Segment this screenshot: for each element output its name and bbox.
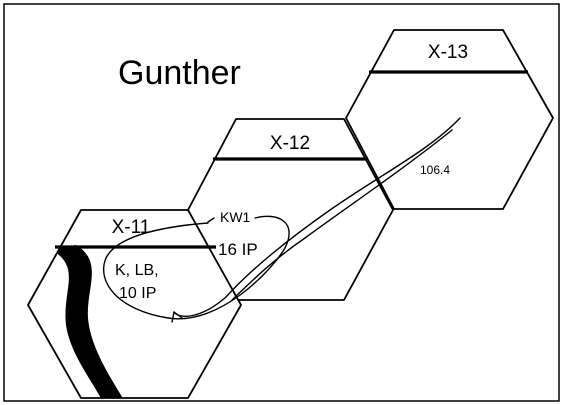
klb-ip-label: 10 IP bbox=[119, 285, 156, 302]
value-label: 106.4 bbox=[420, 163, 450, 177]
hex-x11: X-11 bbox=[27, 209, 242, 399]
figure-frame bbox=[3, 3, 560, 402]
kw1-label: KW1 bbox=[220, 209, 251, 225]
hex-x13-outline bbox=[345, 29, 554, 210]
flow-arrowhead bbox=[171, 311, 183, 323]
zone-enclosure bbox=[102, 215, 290, 320]
hex-x13: X-13 bbox=[345, 29, 554, 210]
kw1-leader bbox=[207, 217, 215, 223]
flow-curve-secondary bbox=[231, 129, 453, 301]
river-band bbox=[52, 245, 124, 398]
diagram-title: Gunther bbox=[118, 54, 241, 92]
hex-x13-label: X-13 bbox=[428, 42, 468, 63]
kw1-ip-label: 16 IP bbox=[218, 240, 258, 259]
flow-curve bbox=[173, 117, 461, 318]
hex-x11-label: X-11 bbox=[112, 217, 151, 238]
hex-x12: X-12 bbox=[187, 118, 394, 301]
hex-x12-label: X-12 bbox=[270, 133, 310, 154]
klb-label: K, LB, bbox=[115, 262, 159, 279]
